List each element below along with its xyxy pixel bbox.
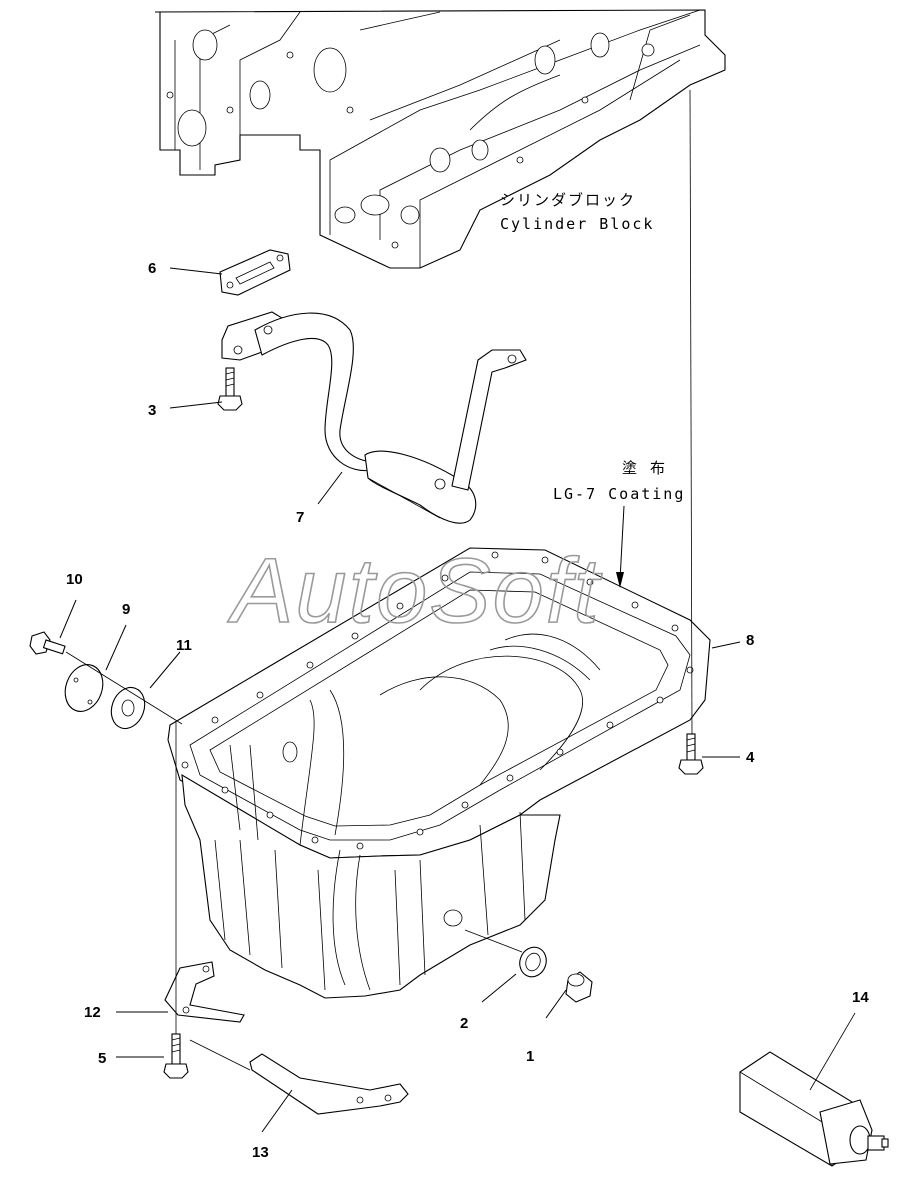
bracket-part-13 xyxy=(249,1053,409,1115)
gasket-part-6 xyxy=(219,249,291,296)
callout-7: 7 xyxy=(296,509,304,526)
cylinder-block-label-en: Cylinder Block xyxy=(500,215,654,233)
callout-14: 14 xyxy=(852,989,869,1006)
coating-label-jp: 塗 布 xyxy=(622,459,667,477)
callout-6: 6 xyxy=(148,260,156,277)
callout-12: 12 xyxy=(84,1004,101,1021)
callout-1: 1 xyxy=(526,1048,534,1065)
strainer-pipe-part-7 xyxy=(221,311,527,524)
cover-part-9 xyxy=(64,664,104,712)
bolt-part-5 xyxy=(163,1033,189,1079)
watermark-text: AutoSoft xyxy=(227,540,602,642)
callout-13: 13 xyxy=(252,1144,269,1161)
bracket-part-12 xyxy=(164,961,245,1023)
tool-part-14 xyxy=(739,1051,889,1167)
callout-9: 9 xyxy=(122,601,130,618)
bolt-part-4 xyxy=(678,733,704,775)
bolt-part-3 xyxy=(217,367,243,411)
callout-8: 8 xyxy=(746,632,754,649)
bolt-part-10 xyxy=(29,631,66,655)
seal-ring-part-2 xyxy=(519,946,547,978)
coating-label-en: LG-7 Coating xyxy=(553,485,685,503)
oil-pan-part-8 xyxy=(167,547,711,999)
gasket-part-11 xyxy=(110,686,146,730)
cylinder-block-label-jp: シリンダブロック xyxy=(500,191,636,209)
cylinder-block xyxy=(154,9,726,269)
callout-5: 5 xyxy=(98,1050,106,1067)
callout-4: 4 xyxy=(746,749,755,766)
callout-3: 3 xyxy=(148,402,156,419)
callout-10: 10 xyxy=(66,571,83,588)
drain-plug-part-1 xyxy=(565,971,593,1003)
callout-2: 2 xyxy=(460,1015,468,1032)
callout-11: 11 xyxy=(176,637,192,654)
leader-lines xyxy=(59,267,741,1133)
